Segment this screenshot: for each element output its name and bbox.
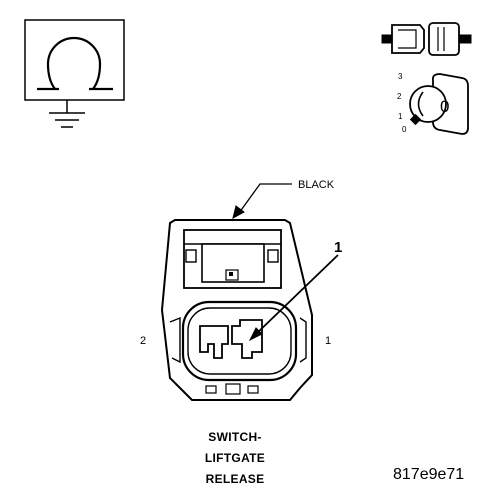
connector-plug-icon xyxy=(381,22,472,56)
ignition-position-1: 1 xyxy=(398,112,403,121)
color-leader-line xyxy=(232,183,292,219)
connector-color-label: BLACK xyxy=(298,179,335,191)
caption-line-3: RELEASE xyxy=(205,472,265,486)
ignition-position-3: 3 xyxy=(398,72,403,81)
figure-id: 817e9e71 xyxy=(393,466,465,483)
ignition-key-label: 0 xyxy=(440,97,449,116)
caption-line-2: LIFTGATE xyxy=(204,451,266,465)
ohm-ground-icon xyxy=(24,19,125,128)
caption-line-1: SWITCH- xyxy=(208,430,262,444)
connector-body xyxy=(160,219,313,401)
pin-number-right: 1 xyxy=(325,335,331,347)
pin-number-left: 2 xyxy=(140,335,146,347)
callout-number: 1 xyxy=(334,239,342,256)
ignition-position-2: 2 xyxy=(397,92,402,101)
ignition-position-0: 0 xyxy=(402,125,407,134)
callout-leader-line xyxy=(248,254,339,342)
ignition-key-icon xyxy=(409,73,469,135)
